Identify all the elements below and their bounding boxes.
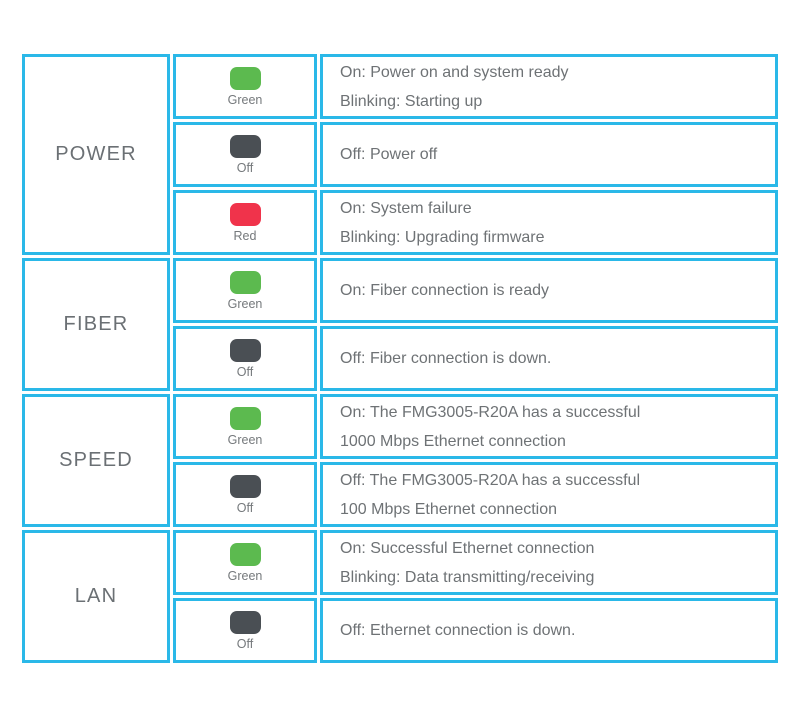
led-color-label: Red [233,228,257,243]
led-group-power-label: POWER [55,143,137,165]
led-cell-lan-green: Green [173,530,317,595]
led-cell-fiber-off: Off [173,326,317,391]
led-desc-power-green: On: Power on and system ready Blinking: … [320,54,778,119]
led-color-label: Green [227,296,263,311]
led-desc-lan-off: Off: Ethernet connection is down. [320,598,778,663]
led-cell-power-off: Off [173,122,317,187]
led-desc-line: Blinking: Data transmitting/receiving [340,568,595,586]
led-status-table: POWER Green On: Power on and system read… [22,54,778,663]
led-desc-line: On: Successful Ethernet connection [340,539,595,557]
led-group-fiber-label: FIBER [63,313,129,335]
led-desc-line: 100 Mbps Ethernet connection [340,500,558,518]
led-group-lan-label: LAN [74,585,118,607]
led-indicator-red-icon [229,202,261,226]
led-group-power: POWER [22,54,170,255]
led-color-label: Off [236,160,254,175]
led-desc-line: Off: Power off [340,146,438,163]
led-desc-line: Blinking: Starting up [340,92,483,110]
led-desc-lan-green: On: Successful Ethernet connection Blink… [320,530,778,595]
led-desc-line: On: Power on and system ready [340,63,569,81]
led-desc-line: Off: Fiber connection is down. [340,350,552,367]
led-desc-speed-green: On: The FMG3005-R20A has a successful 10… [320,394,778,459]
led-desc-line: On: System failure [340,199,472,217]
led-cell-speed-green: Green [173,394,317,459]
led-color-label: Off [236,364,254,379]
led-group-speed: SPEED [22,394,170,527]
led-indicator-off-icon [229,338,261,362]
led-color-label: Green [227,432,263,447]
led-desc-line: Off: The FMG3005-R20A has a successful [340,471,640,489]
led-indicator-off-icon [229,610,261,634]
led-indicator-green-icon [229,406,261,430]
led-desc-power-off: Off: Power off [320,122,778,187]
led-desc-speed-off: Off: The FMG3005-R20A has a successful 1… [320,462,778,527]
led-desc-line: On: Fiber connection is ready [340,282,549,299]
led-indicator-green-icon [229,66,261,90]
led-cell-power-red: Red [173,190,317,255]
led-desc-fiber-green: On: Fiber connection is ready [320,258,778,323]
led-color-label: Off [236,636,254,651]
led-desc-fiber-off: Off: Fiber connection is down. [320,326,778,391]
led-color-label: Green [227,92,263,107]
led-cell-speed-off: Off [173,462,317,527]
led-desc-line: Off: Ethernet connection is down. [340,622,576,639]
led-desc-line: 1000 Mbps Ethernet connection [340,432,566,450]
led-group-fiber: FIBER [22,258,170,391]
led-color-label: Green [227,568,263,583]
led-cell-lan-off: Off [173,598,317,663]
led-indicator-green-icon [229,270,261,294]
led-group-speed-label: SPEED [59,449,133,471]
led-desc-power-red: On: System failure Blinking: Upgrading f… [320,190,778,255]
led-color-label: Off [236,500,254,515]
led-desc-line: Blinking: Upgrading firmware [340,228,545,246]
led-cell-fiber-green: Green [173,258,317,323]
led-cell-power-green: Green [173,54,317,119]
led-indicator-off-icon [229,134,261,158]
led-indicator-green-icon [229,542,261,566]
led-group-lan: LAN [22,530,170,663]
led-indicator-off-icon [229,474,261,498]
led-desc-line: On: The FMG3005-R20A has a successful [340,403,641,421]
